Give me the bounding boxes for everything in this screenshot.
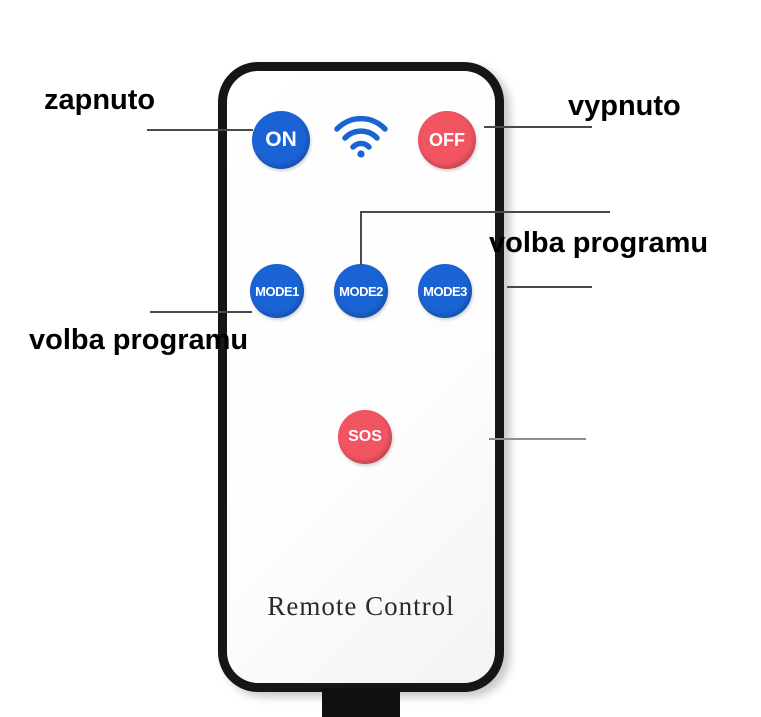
callout-line-mode2-horizontal [360,211,610,213]
callout-line-sos [489,438,586,440]
label-volba-programu-right: volba programu [489,227,709,259]
label-zapnuto: zapnuto [44,84,156,116]
callout-line-zapnuto-to-on [147,129,253,131]
label-vypnuto: vypnuto [568,90,681,122]
callout-line-volba-left-to-mode1 [150,311,252,313]
mode3-button: MODE3 [418,264,472,318]
on-button: ON [252,111,310,169]
off-button: OFF [418,111,476,169]
remote-face [227,71,495,683]
remote-bottom-tab [322,688,400,717]
callout-line-mode3 [507,286,592,288]
callout-line-vypnuto-to-off [484,126,592,128]
wifi-icon [330,110,392,158]
remote-brand-label: Remote Control [267,591,455,621]
mode1-button: MODE1 [250,264,304,318]
label-volba-programu-left: volba programu [29,324,249,356]
callout-line-mode2-vertical [360,211,362,265]
sos-button: SOS [338,410,392,464]
mode2-button: MODE2 [334,264,388,318]
